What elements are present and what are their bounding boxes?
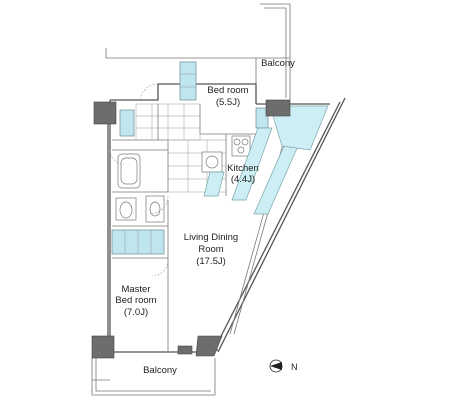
door-swings: [109, 83, 169, 277]
kitchen-counter: [203, 127, 299, 215]
corner-window: [269, 105, 329, 151]
bedroom-closet: [179, 61, 197, 101]
living-label-line2: Room: [198, 244, 223, 255]
living-label-line1: Living Dining: [184, 232, 238, 243]
pillars: [91, 99, 291, 359]
kitchen-label: Kitchen: [227, 163, 259, 174]
kitchen-size: (4.4J): [231, 174, 255, 185]
master-size: (7.0J): [124, 307, 148, 318]
entry-closet: [119, 109, 135, 137]
bed-room-size: (5.5J): [216, 97, 240, 108]
pillar-se: [195, 335, 223, 357]
pillar-sw: [91, 335, 115, 359]
north-letter: N: [291, 362, 298, 372]
north-arrow-icon: N: [269, 359, 298, 373]
pillar-mid: [177, 345, 193, 355]
pillar-nw: [93, 101, 117, 125]
master-label-line2: Bed room: [115, 295, 156, 306]
bottom-balcony: [91, 358, 216, 396]
master-label-line1: Master: [121, 284, 150, 295]
top-balcony-label: Balcony: [261, 58, 295, 69]
top-balcony: [105, 3, 291, 100]
bathroom: [115, 151, 223, 223]
bottom-balcony-label: Balcony: [143, 365, 177, 376]
pillar-ne: [265, 99, 291, 117]
living-size: (17.5J): [196, 256, 226, 267]
bed-room-label: Bed room: [207, 85, 248, 96]
